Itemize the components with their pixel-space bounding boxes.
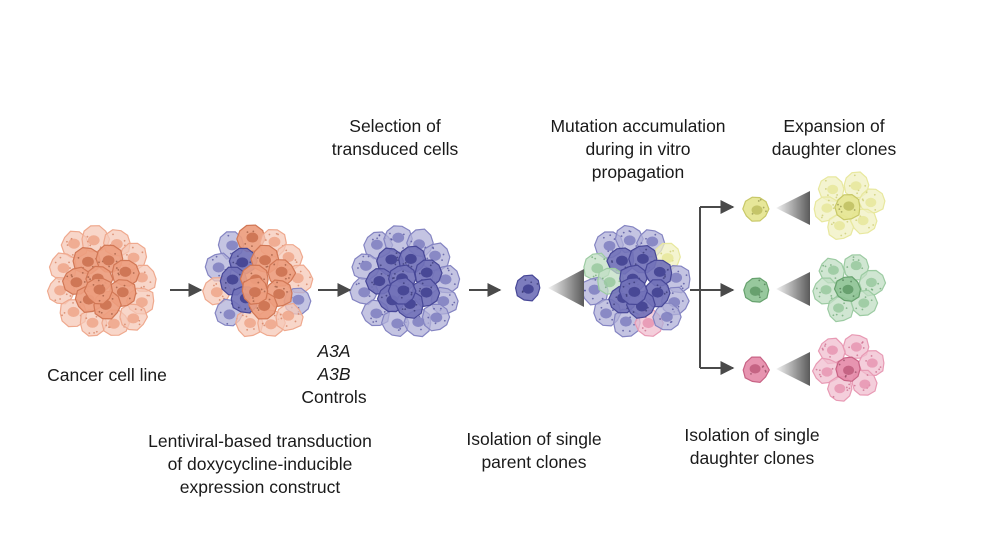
cell-icon: [83, 277, 114, 305]
cell-icon: [119, 303, 149, 331]
label-constructs: A3A A3B Controls: [301, 341, 367, 407]
green-daughter-cluster-icon: [812, 254, 887, 323]
label-mutation-accumulation: Mutation accumulation during in vitro pr…: [550, 116, 726, 182]
cell-icon: [652, 302, 682, 331]
cell-icon: [275, 302, 304, 332]
cell-icon: [81, 225, 111, 253]
cell-icon: [827, 296, 855, 323]
label-transduction: Lentiviral-based transduction of doxycyc…: [148, 431, 372, 497]
mutating-cell-cluster-icon: [580, 224, 691, 338]
cell-icon: [421, 303, 451, 332]
label-expansion: Expansion of daughter clones: [771, 116, 897, 159]
single-daughter-cell-icon: [743, 277, 770, 303]
selected-cell-cluster-icon: [349, 225, 461, 338]
wedge-icon: [548, 269, 584, 307]
label-isolation-parent: Isolation of single parent clones: [466, 429, 602, 472]
yellow-daughter-cluster-icon: [813, 171, 886, 241]
single-daughter-cell-icon: [742, 196, 770, 222]
cell-icon: [817, 176, 845, 202]
branch-arrow-icon: [690, 206, 732, 369]
cell-icon: [827, 214, 855, 241]
transduced-mix-cluster-icon: [202, 224, 314, 338]
cell-icon: [387, 277, 417, 305]
single-parent-cell-icon: [514, 274, 541, 302]
cell-icon: [833, 276, 862, 302]
cell-icon: [380, 309, 410, 338]
cell-icon: [241, 276, 269, 305]
cell-icon: [843, 171, 870, 199]
cell-icon: [835, 356, 861, 382]
pink-daughter-cluster-icon: [811, 334, 885, 402]
cell-icon: [858, 269, 887, 297]
cell-icon: [842, 334, 870, 359]
cell-icon: [818, 257, 845, 284]
cell-icon: [817, 337, 847, 365]
wedge-icon: [776, 191, 810, 225]
cell-icon: [618, 277, 649, 306]
label-cancer-cell-line: Cancer cell line: [47, 365, 167, 385]
label-isolation-daughter: Isolation of single daughter clones: [684, 425, 820, 468]
cancer-cell-cluster-icon: [46, 225, 157, 337]
label-selection: Selection of transduced cells: [331, 116, 459, 159]
single-daughter-cell-icon: [742, 356, 770, 384]
wedge-icon: [776, 272, 810, 306]
cell-icon: [834, 193, 861, 221]
wedge-icon: [776, 352, 810, 386]
cell-icon: [857, 350, 885, 377]
